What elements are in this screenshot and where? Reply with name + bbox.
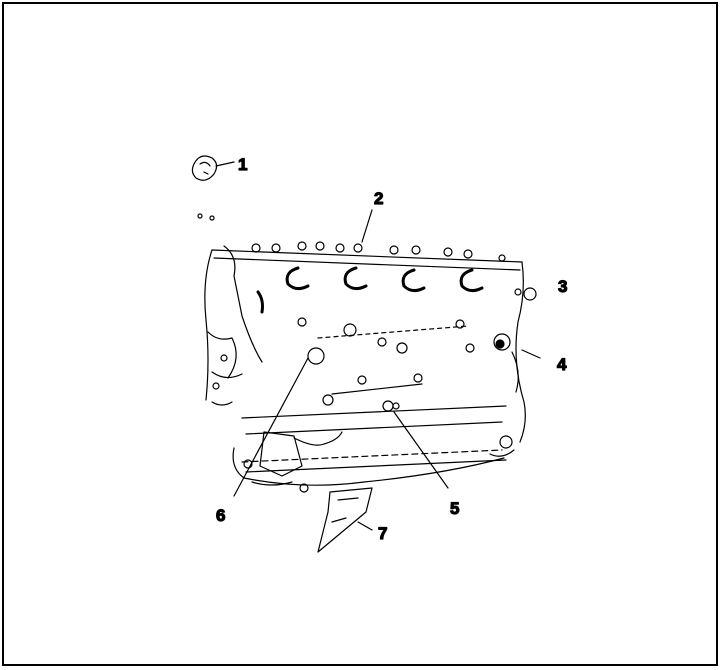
leader-7: [357, 521, 373, 531]
callout-7: 7: [378, 524, 387, 543]
part-4-bolt: [495, 339, 505, 349]
part-3-plug: [514, 287, 537, 301]
leader-6: [233, 357, 309, 497]
callout-3: 3: [558, 277, 567, 296]
loose-fasteners: [197, 213, 215, 221]
callout-6: 6: [216, 506, 225, 525]
part-7-bracket: [317, 487, 373, 553]
part-5-sensor: [382, 400, 400, 412]
engine-block: [204, 241, 526, 493]
leader-4: [521, 349, 541, 359]
callout-5: 5: [450, 499, 459, 518]
callout-1: 1: [238, 155, 247, 174]
leader-2: [361, 209, 373, 243]
leader-5: [393, 411, 449, 489]
engine-block-exploded-diagram: 1 2 3 4 5 6 7: [191, 154, 568, 553]
part-1-cap: [191, 155, 218, 181]
callout-4: 4: [557, 355, 567, 374]
leader-1: [215, 161, 235, 167]
callout-2: 2: [374, 189, 383, 208]
